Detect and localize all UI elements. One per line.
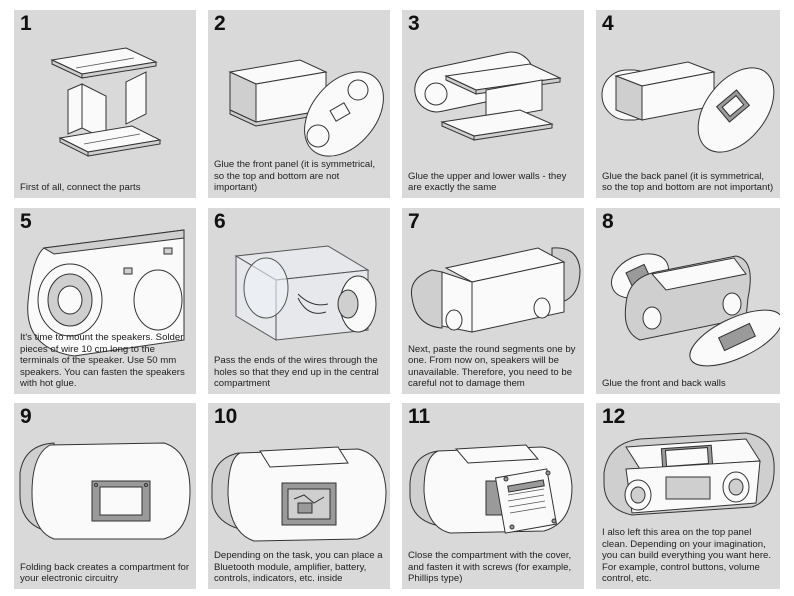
step-number: 9	[20, 405, 32, 428]
step-panel-2: 2 Glue the front panel (it is symmetrica…	[208, 10, 390, 198]
step-number: 2	[214, 12, 226, 35]
step-panel-12: 12 I also left this area on the top pane…	[596, 403, 780, 589]
step-8-illustration	[611, 253, 780, 367]
step-caption: First of all, connect the parts	[20, 182, 141, 194]
step-caption: Pass the ends of the wires through the h…	[214, 355, 379, 390]
step-number: 4	[602, 12, 614, 35]
step-6-illustration	[234, 245, 377, 341]
step-panel-10: 10 Depending on the task, you can place …	[208, 403, 390, 589]
step-panel-5: 5 It's time to mount the speakers. Solde…	[14, 208, 196, 394]
step-caption: Glue the front panel (it is symmetrical,…	[214, 159, 376, 194]
step-caption: Depending on the task, you can place a B…	[214, 550, 383, 585]
step-caption: Next, paste the round segments one by on…	[408, 343, 576, 390]
step-number: 8	[602, 210, 614, 233]
step-number: 1	[20, 12, 32, 35]
step-7-illustration	[410, 247, 581, 333]
step-number: 10	[214, 405, 238, 428]
step-caption: Glue the back panel (it is symmetrical, …	[602, 170, 774, 194]
step-2-illustration	[228, 59, 384, 157]
step-panel-8: 8 Glue the front and back walls	[596, 208, 780, 394]
step-12-illustration	[603, 432, 775, 516]
step-9-illustration	[19, 442, 191, 540]
step-caption: I also left this area on the top panel c…	[602, 527, 772, 585]
step-panel-11: 11 Close the compartment with the cover,…	[402, 403, 584, 589]
step-number: 5	[20, 210, 32, 233]
step-panel-3: 3 Glue the upper and lower walls - they …	[402, 10, 584, 198]
step-1-illustration	[50, 47, 162, 157]
step-caption: Close the compartment with the cover, an…	[408, 550, 572, 585]
step-10-illustration	[211, 446, 387, 542]
step-11-illustration	[409, 444, 573, 534]
step-4-illustration	[601, 61, 775, 153]
step-caption: Glue the upper and lower walls - they ar…	[408, 170, 567, 194]
step-number: 7	[408, 210, 420, 233]
step-number: 12	[602, 405, 626, 428]
step-3-illustration	[414, 51, 562, 141]
step-caption: Glue the front and back walls	[602, 378, 726, 390]
step-caption: It's time to mount the speakers. Solder …	[20, 332, 185, 390]
step-5-illustration	[27, 229, 185, 357]
step-number: 6	[214, 210, 226, 233]
step-panel-1: 1 First of all, connect the parts	[14, 10, 196, 198]
step-number: 11	[408, 405, 431, 428]
step-panel-7: 7 Next, paste the round segments one by …	[402, 208, 584, 394]
step-caption: Folding back creates a compartment for y…	[20, 561, 190, 585]
step-panel-6: 6 Pass the ends of the wires through the…	[208, 208, 390, 394]
step-number: 3	[408, 12, 420, 35]
step-panel-9: 9 Folding back creates a compartment for…	[14, 403, 196, 589]
step-panel-4: 4 Glue the back panel (it is symmetrical…	[596, 10, 780, 198]
